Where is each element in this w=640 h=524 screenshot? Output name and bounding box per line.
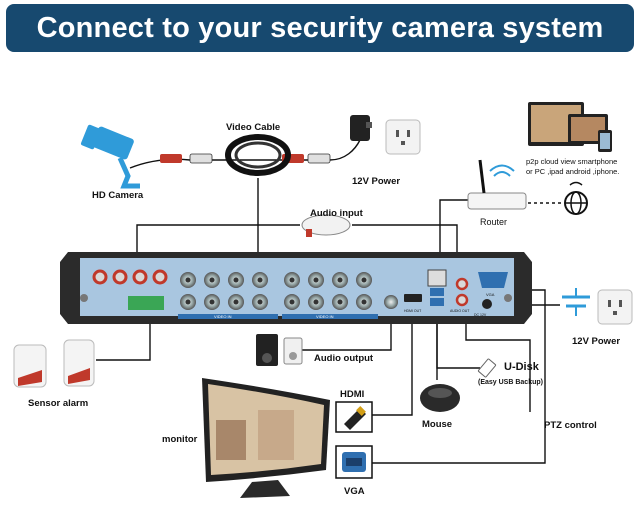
dvr-back-panel: VIDEO IN VIDEO IN HDMI OUT AUDIO OUT VGA… bbox=[60, 252, 532, 324]
video-in-right-label: VIDEO IN bbox=[316, 314, 334, 319]
vga-cable-icon bbox=[335, 445, 373, 479]
p2p-line2-label: or PC ,ipad android ,iphone. bbox=[526, 167, 619, 176]
bnc-port-center bbox=[209, 277, 215, 283]
audio-in-jacks bbox=[92, 269, 168, 285]
audio-output-label: Audio output bbox=[314, 353, 374, 364]
rca-connectors-icon bbox=[160, 153, 331, 164]
audio-port-label: AUDIO OUT bbox=[450, 309, 470, 313]
udisk-label: U-Disk bbox=[504, 361, 540, 373]
monitor-icon bbox=[202, 378, 330, 498]
bnc-port-center bbox=[313, 277, 319, 283]
p2p-devices-icon bbox=[528, 102, 612, 152]
bnc-port-center bbox=[209, 299, 215, 305]
sensor-alarm-icon bbox=[13, 339, 95, 388]
p2p-line1-label: p2p cloud view smartphone bbox=[526, 157, 617, 166]
hd-camera-label: HD Camera bbox=[92, 190, 144, 201]
udisk-sub-label: (Easy USB Backup) bbox=[478, 379, 543, 386]
bnc-port-center bbox=[289, 277, 295, 283]
usb-port-2 bbox=[430, 298, 444, 306]
video-cable-coil-icon bbox=[225, 134, 291, 176]
bnc-port-center bbox=[337, 277, 343, 283]
power-adapter-icon bbox=[350, 115, 372, 141]
speakers-icon bbox=[256, 334, 303, 366]
video-cable-label: Video Cable bbox=[226, 122, 280, 133]
bnc-port-center bbox=[289, 299, 295, 305]
microphone-icon bbox=[301, 214, 351, 237]
vga-port-label: VGA bbox=[486, 292, 495, 297]
hdmi-label: HDMI bbox=[340, 389, 364, 400]
audio-input-label: Audio input bbox=[310, 208, 364, 219]
ptz-control-label: PTZ control bbox=[544, 420, 597, 431]
video-in-left-label: VIDEO IN bbox=[214, 314, 232, 319]
alarm-terminal bbox=[128, 296, 164, 310]
audio-out-rca bbox=[455, 277, 469, 291]
bnc-port-center bbox=[185, 299, 191, 305]
power-12v-top-label: 12V Power bbox=[352, 176, 400, 187]
hdmi-cable-icon bbox=[335, 401, 373, 433]
lan-port bbox=[427, 269, 447, 287]
vga-port bbox=[478, 272, 508, 288]
dc-power-label: DC 12V bbox=[474, 313, 487, 317]
page-title: Connect to your security camera system bbox=[6, 4, 634, 52]
usb-port-1 bbox=[430, 288, 444, 296]
dc-symbol-icon bbox=[562, 288, 590, 316]
audio-in-rca bbox=[455, 293, 469, 307]
bnc-port-center bbox=[337, 299, 343, 305]
usb-drive-icon bbox=[477, 358, 497, 378]
monitor-label: monitor bbox=[162, 434, 198, 445]
sensor-alarm-label: Sensor alarm bbox=[28, 398, 88, 409]
bnc-port-center bbox=[257, 299, 263, 305]
mouse-label: Mouse bbox=[422, 419, 452, 430]
bnc-port-center bbox=[233, 299, 239, 305]
dc-power-port bbox=[482, 299, 492, 309]
hdmi-port-label: HDMI OUT bbox=[404, 309, 422, 313]
bnc-port-center bbox=[233, 277, 239, 283]
wall-outlet-icon bbox=[385, 119, 421, 155]
bnc-port-center bbox=[257, 277, 263, 283]
bnc-port-center bbox=[313, 299, 319, 305]
mouse-icon bbox=[420, 384, 460, 412]
bnc-video-inputs bbox=[180, 272, 372, 310]
globe-icon bbox=[564, 181, 588, 215]
vga-label: VGA bbox=[344, 486, 365, 497]
router-label: Router bbox=[480, 217, 507, 227]
hd-camera-icon bbox=[80, 124, 140, 189]
audio-out-port bbox=[384, 295, 398, 309]
wall-outlet-right-icon bbox=[597, 289, 633, 325]
bnc-port-center bbox=[361, 277, 367, 283]
hdmi-port bbox=[404, 294, 422, 302]
router-icon bbox=[467, 159, 527, 210]
power-12v-right-label: 12V Power bbox=[572, 336, 620, 347]
bnc-port-center bbox=[185, 277, 191, 283]
bnc-port-center bbox=[361, 299, 367, 305]
